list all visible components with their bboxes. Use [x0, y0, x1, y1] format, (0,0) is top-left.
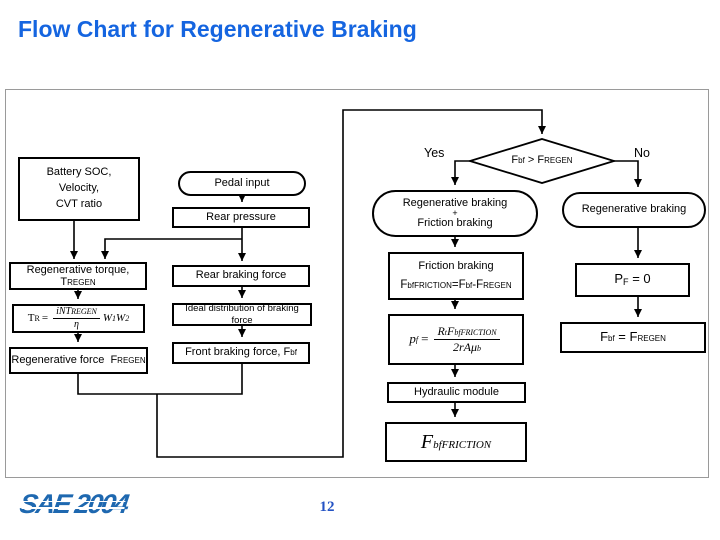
pedal-input-ellipse: Pedal input [178, 171, 306, 196]
yes-branch-label: Yes [424, 146, 445, 160]
front-braking-force-box: Front braking force, Fbf [172, 342, 310, 364]
no-branch-label: No [634, 146, 650, 160]
battery-soc-box: Battery SOC, Velocity, CVT ratio [18, 157, 140, 221]
decision-diamond [466, 138, 618, 184]
regen-only-ellipse: Regenerative braking [562, 192, 706, 228]
regen-torque-box: Regenerative torque, TREGEN [9, 262, 147, 290]
pf-zero-box: PF = 0 [575, 263, 690, 297]
friction-output-box: FbfFRICTION [385, 422, 527, 462]
sae-2004-logo: SAE 2004 [17, 489, 130, 519]
page-title: Flow Chart for Regenerative Braking [18, 16, 417, 42]
decision-label: Fbf > FREGEN [511, 154, 573, 167]
ideal-distribution-box: Ideal distribution of braking force [172, 303, 312, 326]
regen-force-box: Regenerative force FREGEN [9, 347, 148, 374]
regen-plus-friction-ellipse: Regenerative braking + Friction braking [372, 190, 538, 237]
hydraulic-module-box: Hydraulic module [387, 382, 526, 403]
rear-braking-force-box: Rear braking force [172, 265, 310, 287]
friction-braking-box: Friction braking FbfFRICTION=Fbf-FREGEN [388, 252, 524, 300]
rear-pressure-box: Rear pressure [172, 207, 310, 228]
page-number: 12 [319, 499, 335, 515]
fbf-equals-box: Fbf = FREGEN [560, 322, 706, 353]
flowchart-frame [5, 89, 709, 478]
